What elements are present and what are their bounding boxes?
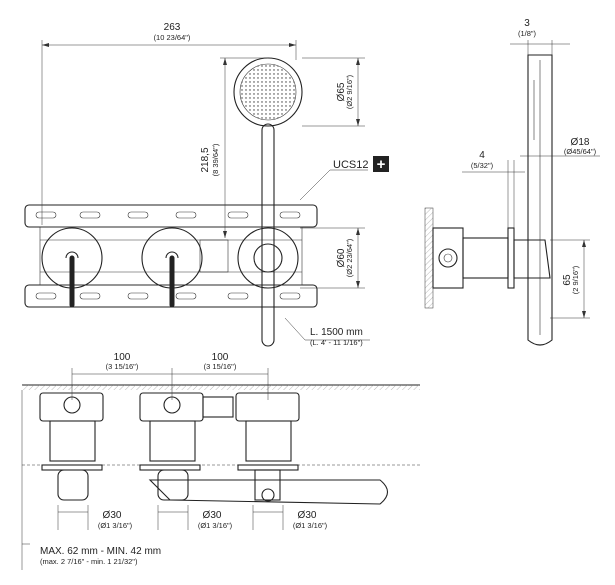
dim-side-4-in: (5/32") [471,161,494,170]
dim-diam-65-in: (Ø2 9/16") [345,74,354,109]
dim-diam-60: Ø60 [336,248,347,267]
dim-diam30-b-in: (Ø1 3/16") [198,521,233,530]
dim-width-main-in: (10 23/64") [154,33,191,42]
shower-holder [237,227,299,289]
front-view: 263 (10 23/64") 218,5 (8 39/64") Ø65 (Ø2… [24,22,389,347]
hose-length-in: (L. 4' - 11 1/16") [310,338,363,347]
dim-diam30-c-in: (Ø1 3/16") [293,521,328,530]
hose-length: L. 1500 mm [310,327,363,338]
dim-side-diam18-in: (Ø45/64") [564,147,597,156]
dim-diam30-b: Ø30 [203,510,222,521]
dim-side-65: 65 [562,274,573,286]
dim-side-65-in: (2 9/16") [571,265,580,294]
dim-diam30-a-in: (Ø1 3/16") [98,521,133,530]
dim-height-218: 218,5 [200,147,211,172]
dim-side-3: 3 [524,18,530,29]
dim-side-4: 4 [479,150,485,161]
top-view: 100 (3 15/16") 100 (3 15/16") Ø30 (Ø1 3/… [21,352,420,570]
dim-depth: MAX. 62 mm - MIN. 42 mm [40,546,161,557]
dim-spacing-1: 100 [114,352,131,363]
dim-diam-60-in: (Ø2 23/64") [345,238,354,277]
dim-spacing-2-in: (3 15/16") [204,362,237,371]
hand-shower-handle [261,123,275,347]
dim-diam-65: Ø65 [336,82,347,101]
svg-text:+: + [377,156,386,173]
hand-shower-side [527,54,553,346]
dim-side-diam18: Ø18 [571,137,590,148]
dim-diam30-c: Ø30 [298,510,317,521]
dim-depth-in: (max. 2 7/16" - min. 1 21/32") [40,557,138,566]
dim-side-3-in: (1/8") [518,29,537,38]
dim-width-main: 263 [164,22,181,33]
dim-spacing-2: 100 [212,352,229,363]
mounting-rail-top [24,204,318,228]
rail-slots [35,211,301,300]
dim-spacing-1-in: (3 15/16") [106,362,139,371]
dim-diam30-a: Ø30 [103,510,122,521]
side-view: 3 (1/8") 4 (5/32") Ø18 (Ø45/64") 65 (2 9… [424,18,600,346]
ucs-plus-icon [373,156,389,172]
dim-height-218-in: (8 39/64") [211,143,220,176]
ucs-label: UCS12 [333,159,368,171]
